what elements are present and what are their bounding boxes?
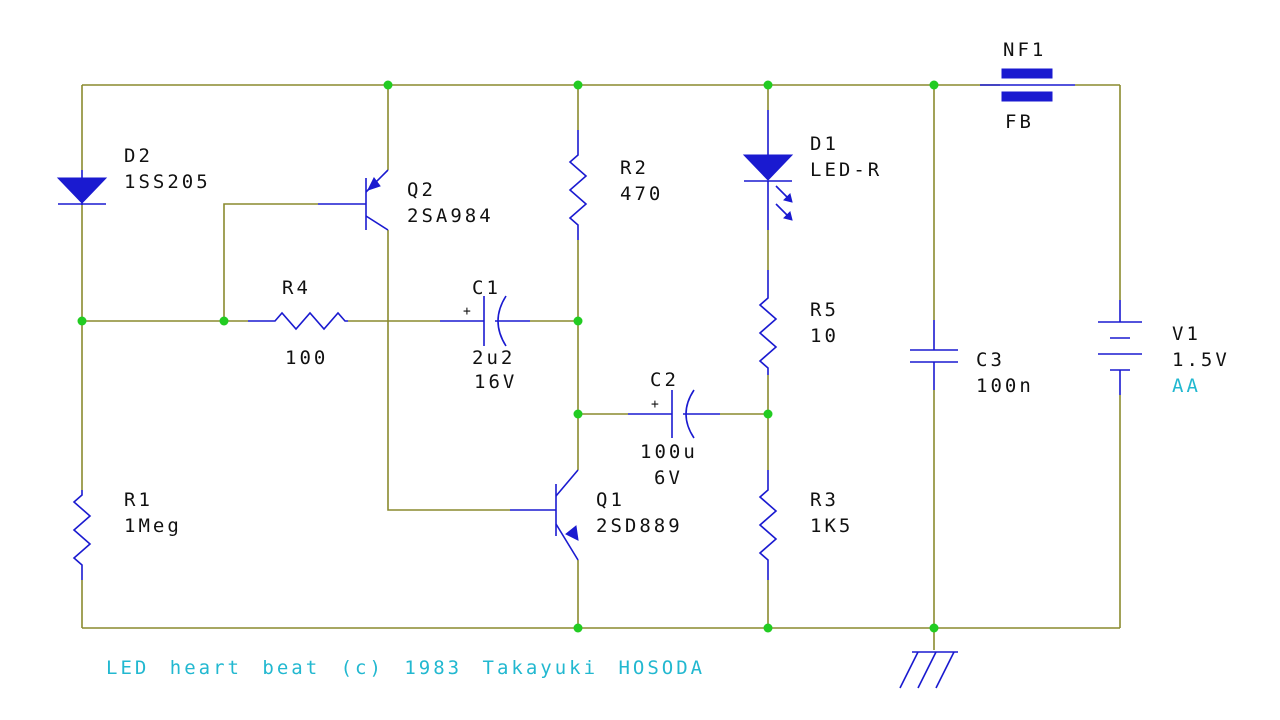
node	[929, 80, 939, 90]
node	[763, 623, 773, 633]
c2-polarity-mark: +	[651, 397, 659, 412]
caption: LED heart beat (c) 1983 Takayuki HOSODA	[106, 657, 705, 679]
transistor-q1-symbol	[510, 469, 579, 561]
node	[573, 80, 583, 90]
node	[929, 623, 939, 633]
r2-ref-label: R2	[620, 157, 649, 179]
node	[763, 409, 773, 419]
v1-type-label: AA	[1172, 375, 1201, 397]
r4-value-label: 100	[285, 347, 328, 369]
c3-value-label: 100n	[976, 375, 1034, 397]
r3-value-label: 1K5	[810, 515, 853, 537]
resistor-r3-symbol	[758, 470, 778, 580]
nf1-ref-label: NF1	[1003, 39, 1046, 61]
q2-ref-label: Q2	[407, 179, 436, 201]
led-d1-symbol	[742, 110, 794, 230]
node	[77, 316, 87, 326]
c2-rating-label: 6V	[654, 467, 683, 489]
capacitor-c2-symbol: +	[628, 389, 720, 439]
labels: D2 1SS205 Q2 2SA984 R2 470 D1 LED-R NF1 …	[106, 39, 1230, 679]
node	[573, 623, 583, 633]
wires	[81, 84, 1121, 650]
ferrite-nf1-symbol	[980, 68, 1075, 102]
d2-value-label: 1SS205	[124, 171, 211, 193]
diode-d2-symbol	[56, 170, 108, 205]
d2-ref-label: D2	[124, 145, 153, 167]
c1-rating-label: 16V	[474, 371, 517, 393]
resistor-r1-symbol	[72, 490, 92, 580]
c2-value-label: 100u	[640, 441, 698, 463]
node	[763, 80, 773, 90]
d1-ref-label: D1	[810, 133, 839, 155]
r5-value-label: 10	[810, 325, 839, 347]
v1-value-label: 1.5V	[1172, 349, 1230, 371]
c3-ref-label: C3	[976, 349, 1005, 371]
node	[383, 80, 393, 90]
node	[573, 316, 583, 326]
r1-value-label: 1Meg	[124, 515, 182, 537]
nf1-value-label: FB	[1005, 111, 1034, 133]
resistor-r5-symbol	[758, 270, 778, 375]
q2-value-label: 2SA984	[407, 205, 494, 227]
node	[219, 316, 229, 326]
junction-nodes	[77, 80, 939, 633]
node	[573, 409, 583, 419]
q1-value-label: 2SD889	[596, 515, 683, 537]
r4-ref-label: R4	[282, 277, 311, 299]
c1-ref-label: C1	[472, 277, 501, 299]
c1-polarity-mark: +	[463, 304, 471, 319]
r2-value-label: 470	[620, 183, 663, 205]
d1-value-label: LED-R	[810, 159, 882, 181]
capacitor-c1-symbol: +	[440, 295, 530, 347]
c2-ref-label: C2	[650, 369, 679, 391]
c1-value-label: 2u2	[472, 347, 515, 369]
r5-ref-label: R5	[810, 299, 839, 321]
transistor-q2-symbol	[318, 169, 389, 231]
resistor-r2-symbol	[568, 130, 588, 240]
resistor-r4-symbol	[248, 311, 348, 331]
r1-ref-label: R1	[124, 489, 153, 511]
battery-v1-symbol	[1098, 300, 1142, 395]
r3-ref-label: R3	[810, 489, 839, 511]
v1-ref-label: V1	[1172, 323, 1201, 345]
ground-symbol	[899, 651, 958, 689]
q1-ref-label: Q1	[596, 489, 625, 511]
capacitor-c3-symbol	[910, 320, 958, 390]
